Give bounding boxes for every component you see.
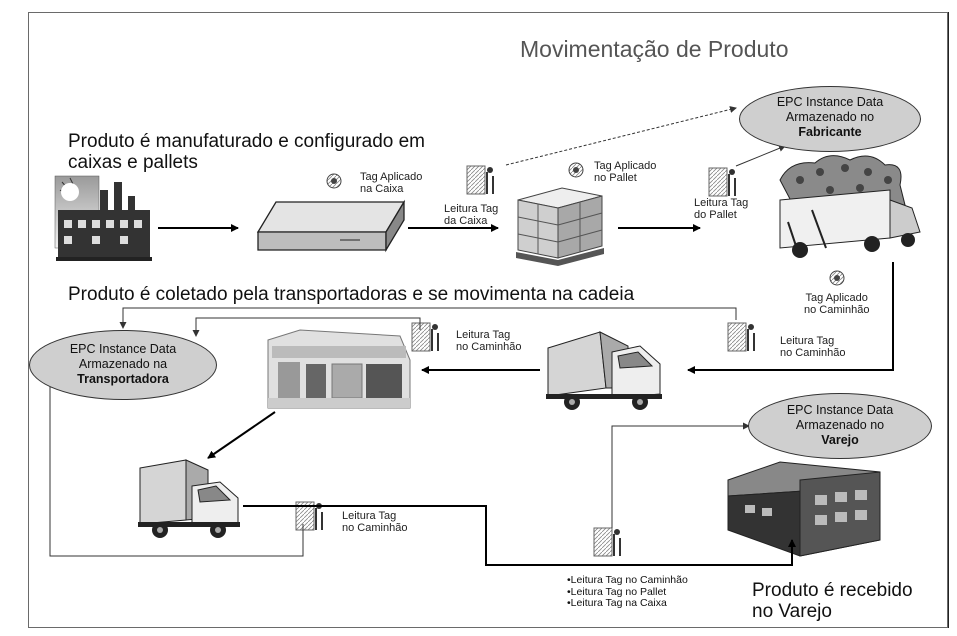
fabricante-data-ellipse: EPC Instance Data Armazenado no Fabrican… xyxy=(739,86,921,152)
rfid-tag-icon xyxy=(568,162,584,178)
truck-icon xyxy=(546,331,662,410)
rfid-reader-icon xyxy=(593,527,621,557)
list-item: •Leitura Tag no Pallet xyxy=(567,585,667,598)
ellipse-line: Armazenado no xyxy=(785,110,875,124)
ellipse-line: EPC Instance Data xyxy=(776,95,884,109)
warehouse-icon xyxy=(267,329,411,409)
label-line: no Caminhão xyxy=(780,347,846,359)
label-line: Tag Aplicado xyxy=(805,292,868,304)
label-line: no Caminhão xyxy=(342,522,408,534)
transport-heading: Produto é coletado pela transportadoras … xyxy=(68,284,635,305)
label-line: Leitura Tag xyxy=(342,510,397,522)
page-title: Movimentação de Produto xyxy=(520,36,789,62)
manufacture-heading: Produto é manufaturado e configurado em … xyxy=(68,131,425,173)
label-line: do Pallet xyxy=(694,209,737,221)
rfid-tag-icon xyxy=(829,270,845,286)
main-flow-arrows xyxy=(158,224,894,566)
list-item: •Leitura Tag no Caminhão xyxy=(567,574,688,586)
label-line: no Caminhão xyxy=(804,304,870,316)
loaded-truck-icon xyxy=(779,155,921,258)
received-heading: Produto é recebido no Varejo xyxy=(752,580,913,622)
label-line: Tag Aplicado xyxy=(594,160,657,172)
label-line: Leitura Tag xyxy=(444,203,499,215)
rfid-reader-icon xyxy=(727,322,755,352)
ellipse-line: Armazenado no xyxy=(795,418,885,432)
rfid-tag-icon xyxy=(326,173,342,189)
manufacture-heading-line: caixas e pallets xyxy=(68,152,198,173)
label-line: Tag Aplicado xyxy=(360,171,423,183)
label-line: na Caixa xyxy=(360,183,404,195)
rfid-reader-icon xyxy=(295,501,323,531)
store-icon xyxy=(727,461,881,557)
ellipse-line: Transportadora xyxy=(77,372,169,386)
label-line: no Pallet xyxy=(594,172,637,184)
ellipse-line: Varejo xyxy=(821,433,859,447)
rfid-reader-icon xyxy=(466,165,494,195)
label-line: no Caminhão xyxy=(456,341,522,353)
transport-truck-icon xyxy=(138,459,240,538)
ellipse-line: Fabricante xyxy=(798,125,862,139)
rfid-reader-icon xyxy=(708,167,736,197)
frame-edge xyxy=(948,12,949,628)
box-icon xyxy=(256,199,406,253)
manufacture-heading-line: Produto é manufaturado e configurado em xyxy=(68,131,426,152)
label-line: da Caixa xyxy=(444,215,488,227)
received-heading-line: no Varejo xyxy=(752,601,832,622)
label-line: Leitura Tag xyxy=(694,197,749,209)
rfid-reader-icon xyxy=(411,322,439,352)
transportadora-data-ellipse: EPC Instance Data Armazenado na Transpor… xyxy=(29,330,217,400)
label-line: Leitura Tag xyxy=(780,335,835,347)
retail-readings-list: •Leitura Tag no Caminhão •Leitura Tag no… xyxy=(567,574,688,610)
data-flow-arrows xyxy=(46,106,786,557)
factory-icon xyxy=(54,175,152,261)
ellipse-line: Armazenado na xyxy=(78,357,168,371)
list-item: •Leitura Tag na Caixa xyxy=(567,597,667,609)
diagram-frame xyxy=(28,12,948,628)
pallet-icon xyxy=(516,187,604,266)
label-line: Leitura Tag xyxy=(456,329,511,341)
ellipse-line: EPC Instance Data xyxy=(69,342,177,356)
ellipse-line: EPC Instance Data xyxy=(786,403,894,417)
received-heading-line: Produto é recebido xyxy=(752,580,913,601)
varejo-data-ellipse: EPC Instance Data Armazenado no Varejo xyxy=(748,393,932,459)
